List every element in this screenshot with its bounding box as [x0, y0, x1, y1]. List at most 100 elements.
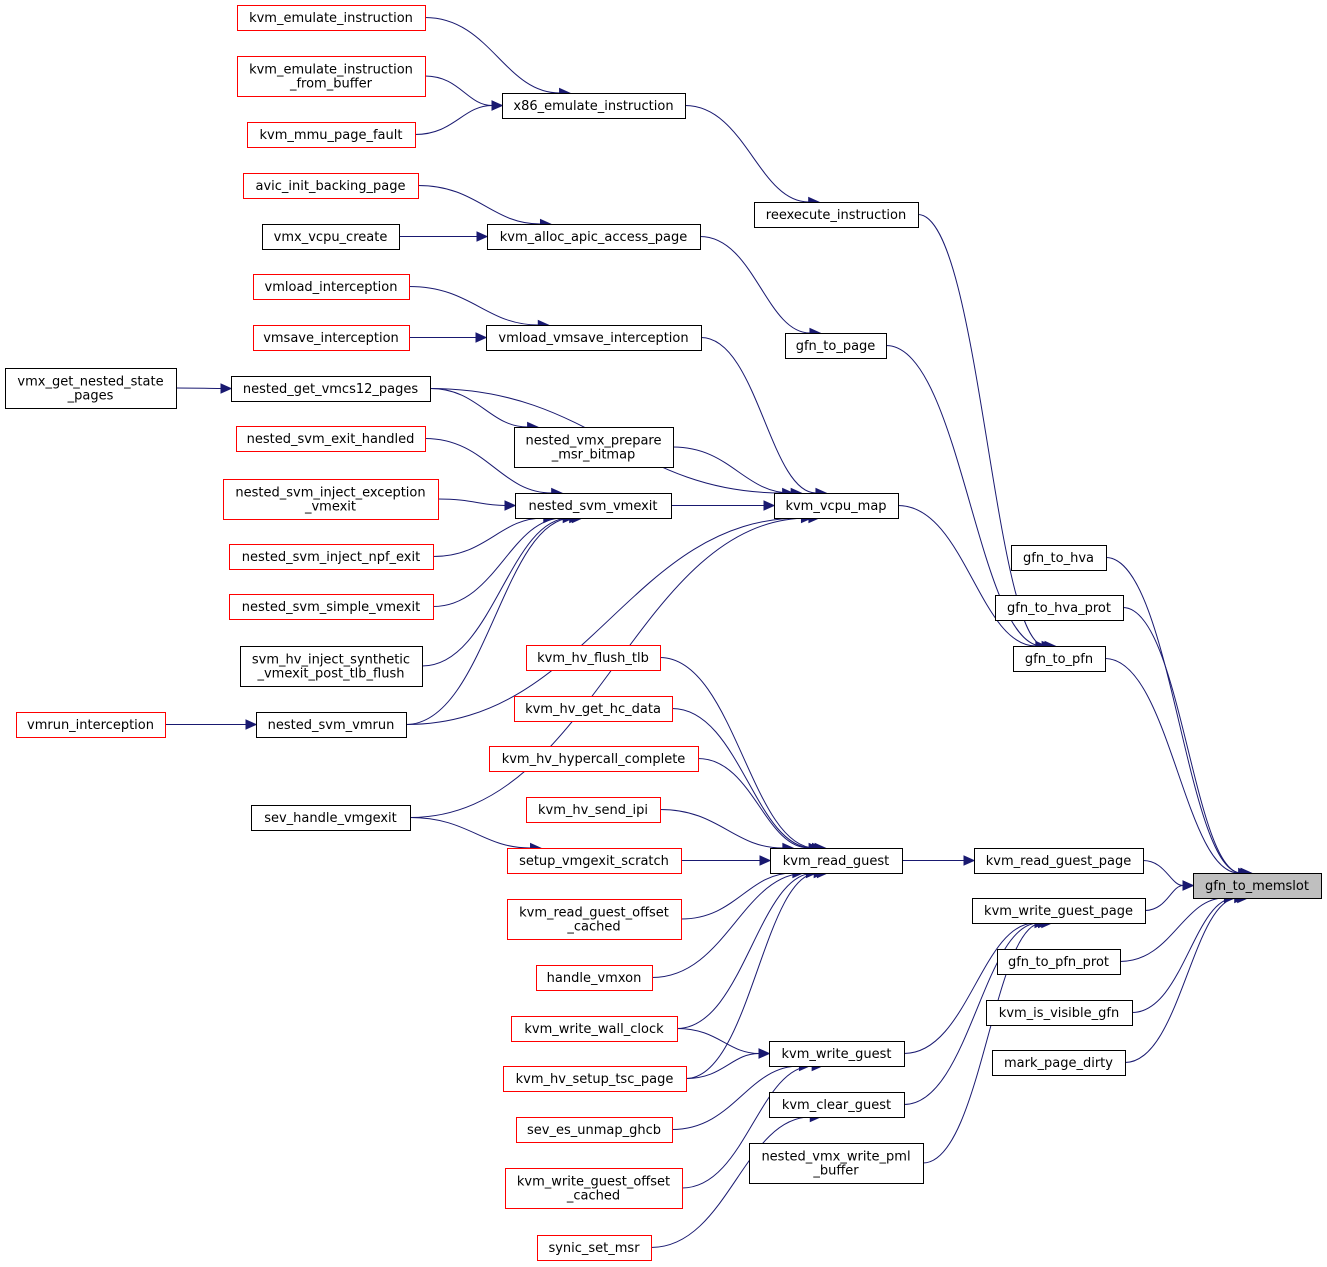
node-kvm-write-guest-page[interactable]: kvm_write_guest_page	[972, 898, 1146, 924]
node-nested-vmx-prepare-msr-bitmap[interactable]: nested_vmx_prepare_msr_bitmap	[514, 427, 674, 468]
arrowhead-icon	[475, 332, 488, 343]
edge-kvm-write-wall-clock-to-kvm-read-guest	[676, 867, 826, 1029]
node-kvm-read-guest-offset-cached[interactable]: kvm_read_guest_offset_cached	[507, 899, 682, 940]
node-box	[514, 427, 674, 468]
node-kvm-clear-guest[interactable]: kvm_clear_guest	[769, 1092, 905, 1118]
node-synic-set-msr[interactable]: synic_set_msr	[537, 1235, 652, 1261]
node-mark-page-dirty[interactable]: mark_page_dirty	[992, 1050, 1126, 1076]
node-reexecute-instruction[interactable]: reexecute_instruction	[754, 202, 919, 228]
node-box	[253, 274, 410, 300]
edge-line	[685, 1053, 760, 1079]
edge-nested-svm-vmexit-to-kvm-vcpu-map	[670, 500, 776, 511]
edge-line	[424, 17, 560, 94]
node-label: kvm_vcpu_map	[785, 499, 886, 514]
arrowhead-icon	[963, 855, 976, 866]
node-kvm-hv-get-hc-data[interactable]: kvm_hv_get_hc_data	[514, 696, 673, 722]
node-nested-svm-inject-npf-exit[interactable]: nested_svm_inject_npf_exit	[229, 544, 434, 570]
node-box	[986, 1000, 1133, 1026]
edge-line	[650, 1116, 811, 1248]
node-nested-svm-exit-handled[interactable]: nested_svm_exit_handled	[236, 426, 426, 452]
node-kvm-hv-setup-tsc-page[interactable]: kvm_hv_setup_tsc_page	[503, 1066, 687, 1092]
node-box	[5, 368, 177, 409]
node-kvm-read-guest-page[interactable]: kvm_read_guest_page	[974, 848, 1144, 874]
node-nested-vmx-write-pml-buffer[interactable]: nested_vmx_write_pml_buffer	[749, 1143, 924, 1184]
node-kvm-alloc-apic-access-page[interactable]: kvm_alloc_apic_access_page	[487, 224, 701, 250]
node-label: setup_vmgexit_scratch	[519, 854, 669, 869]
node-sev-handle-vmgexit[interactable]: sev_handle_vmgexit	[251, 805, 411, 831]
node-box	[237, 56, 426, 97]
node-kvm-hv-send-ipi[interactable]: kvm_hv_send_ipi	[526, 797, 661, 823]
node-nested-svm-simple-vmexit[interactable]: nested_svm_simple_vmexit	[229, 594, 434, 620]
node-label: sev_handle_vmgexit	[264, 811, 397, 826]
node-nested-svm-inject-exception-vmexit[interactable]: nested_svm_inject_exception_vmexit	[223, 479, 439, 520]
edge-line	[437, 498, 506, 506]
edge-line	[1142, 860, 1184, 886]
node-vmx-vcpu-create[interactable]: vmx_vcpu_create	[262, 224, 400, 250]
node-vmsave-interception[interactable]: vmsave_interception	[253, 325, 410, 351]
node-label: kvm_write_guest_page	[984, 904, 1133, 919]
node-kvm-hv-flush-tlb[interactable]: kvm_hv_flush_tlb	[526, 645, 661, 671]
node-box	[262, 224, 400, 250]
edge-line	[903, 922, 1039, 1105]
node-label: nested_svm_inject_exception	[235, 486, 425, 501]
node-kvm-emulate-instruction-from-buffer[interactable]: kvm_emulate_instruction_from_buffer	[237, 56, 426, 97]
node-kvm-vcpu-map[interactable]: kvm_vcpu_map	[774, 493, 899, 519]
node-box	[1013, 646, 1106, 672]
node-nested-svm-vmexit[interactable]: nested_svm_vmexit	[515, 493, 672, 519]
node-box	[749, 1143, 924, 1184]
node-gfn-to-memslot[interactable]: gfn_to_memslot	[1193, 873, 1322, 899]
edge-line	[680, 872, 793, 920]
node-gfn-to-page[interactable]: gfn_to_page	[785, 333, 887, 359]
edge-line	[903, 922, 1035, 1054]
edge-line	[414, 105, 493, 135]
node-kvm-mmu-page-fault[interactable]: kvm_mmu_page_fault	[247, 122, 416, 148]
node-gfn-to-pfn[interactable]: gfn_to_pfn	[1013, 646, 1106, 672]
edge-nested-get-vmcs12-pages-to-nested-vmx-prepare-msr-bitmap	[429, 388, 539, 433]
node-gfn-to-hva[interactable]: gfn_to_hva	[1011, 545, 1107, 571]
node-kvm-emulate-instruction[interactable]: kvm_emulate_instruction	[237, 5, 426, 31]
node-label: kvm_emulate_instruction	[249, 11, 413, 26]
node-box	[240, 646, 423, 687]
arrowhead-icon	[759, 855, 772, 866]
node-box	[489, 746, 699, 772]
node-label: svm_hv_inject_synthetic	[252, 653, 410, 668]
arrowhead-icon	[476, 231, 489, 242]
node-svm-hv-inject-synthetic-vmexit-post-tlb-flush[interactable]: svm_hv_inject_synthetic_vmexit_post_tlb_…	[240, 646, 423, 687]
edge-kvm-is-visible-gfn-to-gfn-to-memslot	[1131, 892, 1246, 1013]
node-box	[237, 5, 426, 31]
edge-line	[405, 517, 802, 725]
node-vmload-vmsave-interception[interactable]: vmload_vmsave_interception	[486, 325, 702, 351]
node-vmload-interception[interactable]: vmload_interception	[253, 274, 410, 300]
node-kvm-write-guest-offset-cached[interactable]: kvm_write_guest_offset_cached	[505, 1168, 683, 1209]
node-kvm-write-guest[interactable]: kvm_write_guest	[769, 1041, 905, 1067]
node-label: kvm_hv_get_hc_data	[525, 702, 661, 717]
node-box	[511, 1016, 678, 1042]
node-nested-get-vmcs12-pages[interactable]: nested_get_vmcs12_pages	[231, 376, 431, 402]
node-handle-vmxon[interactable]: handle_vmxon	[536, 965, 653, 991]
edge-line	[1104, 658, 1239, 874]
node-box	[992, 1050, 1126, 1076]
node-box	[243, 173, 419, 199]
node-x86-emulate-instruction[interactable]: x86_emulate_instruction	[502, 93, 686, 119]
node-kvm-read-guest[interactable]: kvm_read_guest	[770, 848, 903, 874]
node-box	[236, 426, 426, 452]
node-avic-init-backing-page[interactable]: avic_init_backing_page	[243, 173, 419, 199]
node-kvm-is-visible-gfn[interactable]: kvm_is_visible_gfn	[986, 1000, 1133, 1026]
node-gfn-to-hva-prot[interactable]: gfn_to_hva_prot	[995, 595, 1124, 621]
node-vmrun-interception[interactable]: vmrun_interception	[16, 712, 166, 738]
node-sev-es-unmap-ghcb[interactable]: sev_es_unmap_ghcb	[516, 1117, 673, 1143]
node-label: nested_svm_vmexit	[528, 499, 657, 514]
node-gfn-to-pfn-prot[interactable]: gfn_to_pfn_prot	[997, 949, 1121, 975]
node-label: _pages	[67, 389, 114, 404]
edge-vmx-vcpu-create-to-kvm-alloc-apic-access-page	[399, 231, 489, 242]
edge-line	[1131, 897, 1235, 1013]
node-vmx-get-nested-state-pages[interactable]: vmx_get_nested_state_pages	[5, 368, 177, 409]
node-label: nested_svm_exit_handled	[247, 432, 415, 447]
node-kvm-hv-hypercall-complete[interactable]: kvm_hv_hypercall_complete	[489, 746, 699, 772]
node-kvm-write-wall-clock[interactable]: kvm_write_wall_clock	[511, 1016, 678, 1042]
node-nested-svm-vmrun[interactable]: nested_svm_vmrun	[256, 712, 407, 738]
node-setup-vmgexit-scratch[interactable]: setup_vmgexit_scratch	[507, 848, 682, 874]
node-box	[253, 325, 410, 351]
node-label: kvm_hv_send_ipi	[538, 803, 648, 818]
